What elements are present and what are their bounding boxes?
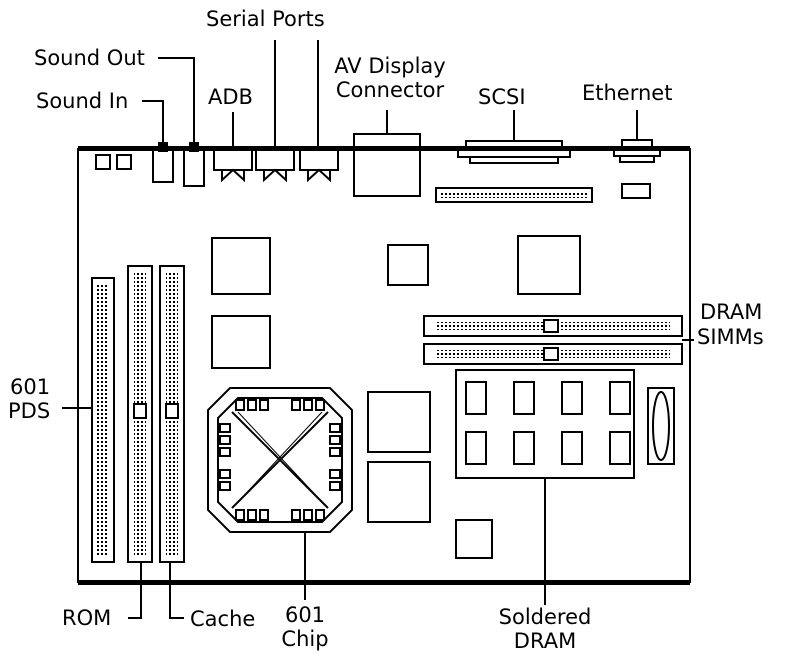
dram-simm-slot-1: [423, 315, 683, 337]
label-serial-ports: Serial Ports: [206, 7, 325, 31]
board-top-edge: [78, 146, 690, 151]
ic-large-2: [211, 315, 271, 369]
label-scsi: SCSI: [478, 85, 526, 109]
label-sound-in: Sound In: [36, 89, 129, 113]
label-rom: ROM: [62, 606, 112, 630]
label-dram-simms-line1: DRAM: [700, 300, 763, 324]
ic-large-1: [211, 237, 271, 295]
ethernet-connector: [613, 139, 661, 163]
scsi-connector: [457, 140, 571, 164]
label-cache: Cache: [190, 607, 256, 631]
label-adb: ADB: [208, 85, 253, 109]
serial-port-2: [299, 149, 339, 183]
ic-large-4: [367, 391, 431, 453]
small-connector-1: [95, 154, 111, 170]
label-av-display-line2: Connector: [335, 78, 445, 102]
label-av-display-line1: AV Display: [334, 54, 446, 78]
label-sound-out: Sound Out: [34, 46, 145, 70]
board-bottom-edge: [78, 580, 690, 585]
leader-lines: [62, 40, 638, 619]
ic-large-3: [517, 235, 581, 295]
sound-out-jack: [183, 149, 205, 187]
label-chip-line1: 601: [284, 603, 326, 627]
oval-component: [652, 391, 670, 461]
pds-slot: [91, 277, 115, 563]
label-soldered-line2: DRAM: [513, 629, 577, 653]
av-display-connector: [353, 133, 421, 197]
cache-slot: [159, 265, 185, 563]
label-ethernet: Ethernet: [582, 81, 673, 105]
ic-small-2: [455, 519, 493, 559]
ic-large-5: [367, 461, 431, 523]
serial-port-1: [255, 149, 295, 183]
label-pds-line2: PDS: [8, 399, 51, 423]
label-pds-line1: 601: [10, 375, 51, 399]
cpu-601-chip: [207, 387, 353, 533]
dram-simm-slot-2: [423, 343, 683, 365]
soldered-dram-block: [455, 369, 635, 479]
rom-slot: [127, 265, 153, 563]
label-dram-simms-line2: SIMMs: [697, 325, 764, 349]
small-connector-2: [116, 154, 132, 170]
adb-port: [213, 149, 253, 183]
oval-component-frame: [647, 387, 675, 465]
ic-small-1: [387, 244, 429, 286]
internal-scsi-header: [435, 187, 593, 203]
sound-in-jack: [152, 149, 174, 183]
small-chip-ethernet: [621, 183, 651, 199]
label-soldered-line1: Soldered: [498, 605, 592, 629]
label-chip-line2: Chip: [281, 627, 329, 651]
